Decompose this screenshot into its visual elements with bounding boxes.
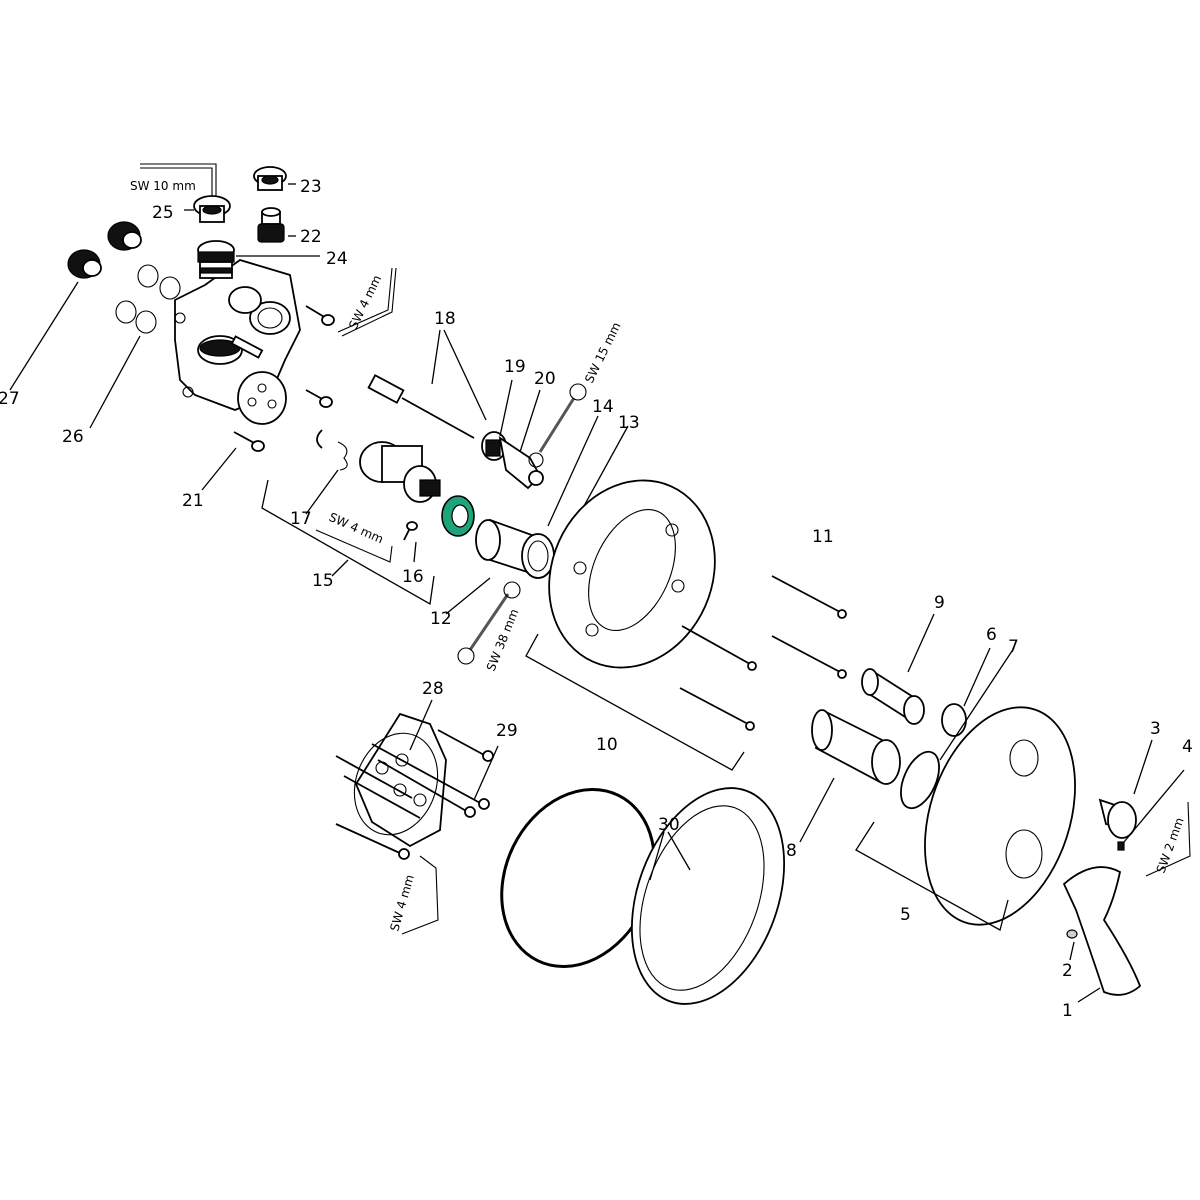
sw4-hex-key-bottom	[401, 855, 439, 935]
part-23-insert	[253, 166, 287, 191]
label-27: 27	[0, 389, 20, 409]
label-13: 13	[618, 413, 640, 433]
label-6: 6	[986, 625, 997, 645]
part-28-bracket	[353, 712, 447, 848]
part-24-cartridge	[197, 240, 235, 279]
part-16-screw	[403, 521, 418, 541]
part-14-nut	[441, 495, 475, 537]
part-22-valve	[257, 207, 285, 243]
part-1-lever	[1062, 866, 1142, 996]
tool-label-sw38: SW 38 mm	[484, 607, 522, 673]
part-5-trim-plate	[924, 706, 1076, 926]
label-2: 2	[1062, 961, 1073, 981]
label-18: 18	[434, 309, 456, 329]
label-14: 14	[592, 397, 614, 417]
label-9: 9	[934, 593, 945, 613]
part-19-20-diverter	[481, 431, 544, 490]
screw-middle	[305, 389, 333, 408]
part-9-extension	[861, 668, 925, 725]
label-29: 29	[496, 721, 518, 741]
sw4-hex-key-middle	[315, 529, 393, 563]
label-26: 26	[62, 427, 84, 447]
label-30: 30	[658, 815, 680, 835]
sw38-wrench	[457, 581, 521, 665]
part-3-knob	[1098, 798, 1137, 839]
part-6-o-ring	[941, 703, 967, 737]
part-8-sleeve	[811, 709, 901, 785]
sw4-hex-key-top	[337, 267, 397, 337]
tool-label-sw4-top: SW 4 mm	[346, 273, 384, 331]
tool-label-sw4-bottom: SW 4 mm	[387, 873, 416, 933]
sw15-wrench	[528, 383, 587, 468]
label-11: 11	[812, 527, 834, 547]
part-27-caps	[67, 221, 142, 279]
screw-upper	[305, 305, 335, 326]
label-25: 25	[152, 203, 174, 223]
valve-body	[174, 259, 301, 425]
label-22: 22	[300, 227, 322, 247]
part-17-clip	[316, 429, 348, 471]
part-10-mounting-plate	[548, 479, 716, 669]
part-13-sleeve	[475, 518, 555, 579]
label-19: 19	[504, 357, 526, 377]
sw2-hex-key	[1145, 801, 1191, 877]
label-7: 7	[1008, 637, 1019, 657]
label-24: 24	[326, 249, 348, 269]
label-21: 21	[182, 491, 204, 511]
label-4: 4	[1182, 737, 1193, 757]
part-18-spindle	[367, 374, 475, 439]
part-2-screw	[1066, 929, 1078, 939]
label-10: 10	[596, 735, 618, 755]
part-15-cartridge	[359, 441, 441, 503]
part-25-insert	[193, 195, 231, 223]
part-29-screws	[335, 729, 494, 860]
part-7-o-ring	[900, 750, 940, 810]
tool-label-sw4-mid: SW 4 mm	[327, 510, 386, 546]
tool-label-sw10: SW 10 mm	[130, 179, 196, 193]
label-20: 20	[534, 369, 556, 389]
label-3: 3	[1150, 719, 1161, 739]
label-15: 15	[312, 571, 334, 591]
label-17: 17	[290, 509, 312, 529]
part-11-screws	[679, 575, 847, 731]
label-23: 23	[300, 177, 322, 197]
label-28: 28	[422, 679, 444, 699]
sw10-hex-key	[140, 163, 217, 200]
part-21-screw	[233, 431, 265, 452]
label-1: 1	[1062, 1001, 1073, 1021]
label-12: 12	[430, 609, 452, 629]
part-4-grub-screw	[1117, 841, 1125, 851]
tool-label-sw15: SW 15 mm	[582, 320, 623, 385]
label-8: 8	[786, 841, 797, 861]
label-16: 16	[402, 567, 424, 587]
part-labels: 1 2 3 4 5 6 7 8 9 10 11 12 13 14 15 16 1…	[0, 177, 1193, 1021]
label-5: 5	[900, 905, 911, 925]
tool-label-sw2: SW 2 mm	[1154, 816, 1187, 875]
part-30-seal-and-collar	[500, 787, 786, 1005]
part-26-seals	[115, 264, 181, 334]
